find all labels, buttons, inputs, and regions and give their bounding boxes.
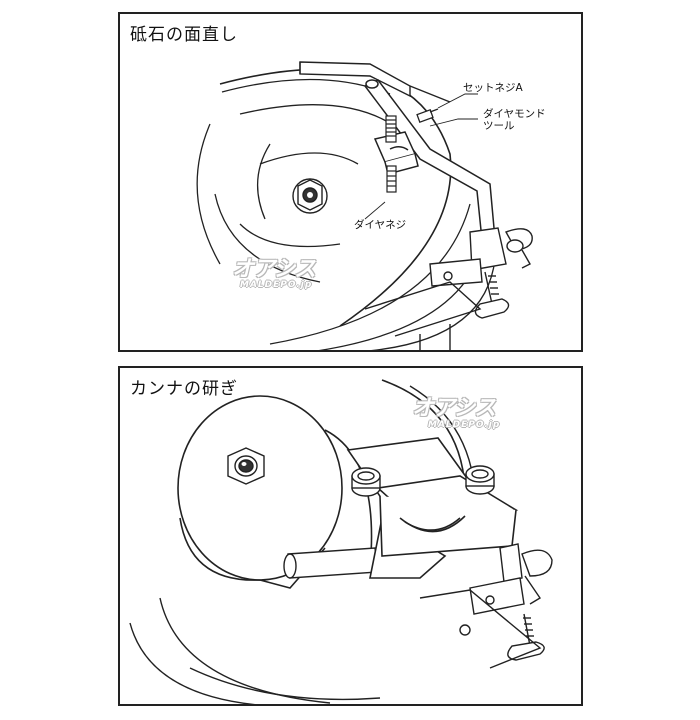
grindstone-dressing-panel: 砥石の面直し — [118, 12, 583, 352]
set-screw-a-label: セットネジA — [463, 82, 523, 94]
watermark-logo: オアシス — [412, 396, 496, 421]
blade-jig — [346, 437, 519, 579]
plane-blade-sharpening-illustration — [129, 379, 553, 704]
grindstone-dressing-illustration — [196, 61, 533, 350]
watermark-logo: オアシス — [232, 257, 316, 282]
diamond-screw — [385, 115, 397, 193]
plane-blade-sharpening-panel: カンナの研ぎ — [118, 366, 583, 706]
diamond-screw-label: ダイヤネジ — [354, 219, 407, 231]
diamond-tool-label-line2: ツール — [483, 120, 515, 132]
panel-title: 砥石の面直し — [130, 25, 238, 45]
knob-assembly — [429, 227, 533, 319]
watermark-url: MALDEPO.jp — [240, 280, 313, 290]
set-screw-a — [416, 108, 439, 123]
center-nut — [292, 178, 328, 214]
panel-title: カンナの研ぎ — [130, 379, 238, 399]
diamond-tool-label-line1: ダイヤモンド — [483, 108, 546, 120]
center-nut — [227, 447, 265, 485]
watermark-url: MALDEPO.jp — [428, 420, 501, 430]
thumb-knobs — [351, 465, 495, 497]
knob-assembly — [469, 543, 553, 661]
